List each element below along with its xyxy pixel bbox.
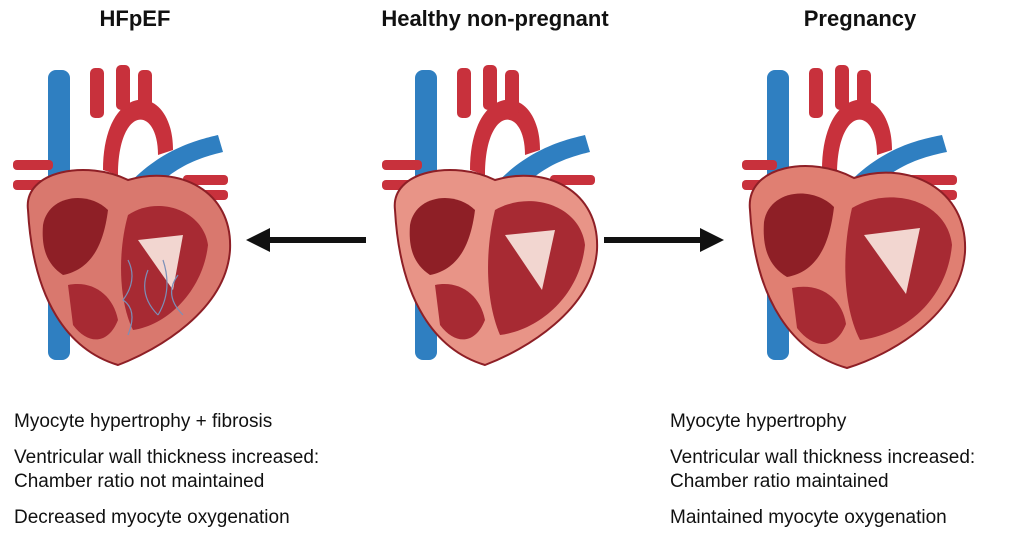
hfpef-heart-illustration — [13, 65, 232, 367]
heart-icon — [382, 65, 599, 367]
healthy-title: Healthy non-pregnant — [381, 6, 609, 31]
healthy-heart-illustration — [382, 65, 599, 367]
feature-line: Decreased myocyte oxygenation — [14, 507, 290, 528]
feature-line: Ventricular wall thickness increased: — [670, 447, 976, 468]
feature-item: Myocyte hypertrophy + fibrosis — [14, 410, 394, 434]
arrow-left-icon — [246, 228, 366, 252]
hfpef-features: Myocyte hypertrophy + fibrosis Ventricul… — [14, 410, 394, 542]
pregnancy-features: Myocyte hypertrophy Ventricular wall thi… — [670, 410, 1020, 542]
feature-item: Ventricular wall thickness increased: Ch… — [14, 446, 394, 494]
arrow-right-icon — [604, 228, 724, 252]
pregnancy-heart-illustration — [742, 65, 967, 370]
heart-icon — [13, 65, 232, 367]
hfpef-title: HFpEF — [99, 6, 171, 31]
feature-line-2: Chamber ratio maintained — [670, 471, 889, 492]
feature-line-2: Chamber ratio not maintained — [14, 471, 265, 492]
feature-item: Decreased myocyte oxygenation — [14, 506, 394, 530]
feature-item: Maintained myocyte oxygenation — [670, 506, 1020, 530]
feature-line: Myocyte hypertrophy — [670, 411, 847, 432]
heart-icon — [742, 65, 967, 370]
feature-line: Maintained myocyte oxygenation — [670, 507, 947, 528]
pregnancy-title: Pregnancy — [803, 6, 917, 31]
feature-item: Ventricular wall thickness increased: Ch… — [670, 446, 1020, 494]
feature-line: Myocyte hypertrophy + fibrosis — [14, 411, 273, 432]
feature-line: Ventricular wall thickness increased: — [14, 447, 320, 468]
feature-item: Myocyte hypertrophy — [670, 410, 1020, 434]
